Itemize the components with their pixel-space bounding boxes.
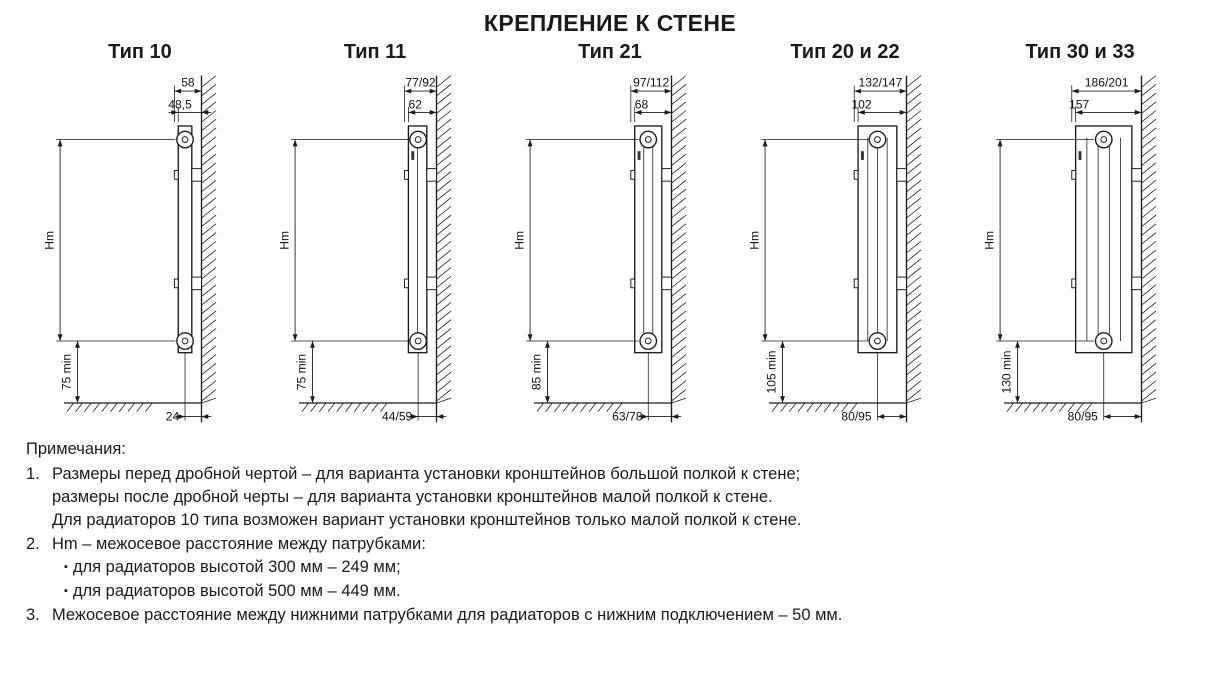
diagram-label: Тип 11	[343, 41, 407, 63]
radiator-mounting-drawing: 58 48,5Hm 75 min 24	[42, 75, 217, 423]
svg-text:85 min: 85 min	[530, 354, 544, 390]
notes-header: Примечания:	[26, 440, 126, 458]
svg-text:44/59: 44/59	[382, 409, 413, 423]
note-number: 1.	[26, 465, 40, 484]
note-line: Межосевое расстояние между нижними патру…	[52, 605, 843, 624]
svg-text:102: 102	[851, 98, 871, 112]
note-line: Для радиаторов 10 типа возможен вариант …	[52, 511, 802, 530]
svg-text:75 min: 75 min	[295, 354, 309, 390]
svg-text:186/201: 186/201	[1085, 75, 1129, 89]
svg-text:132/147: 132/147	[858, 75, 902, 89]
note-line: Hm – межосевое расстояние между патрубка…	[52, 535, 426, 554]
svg-text:62: 62	[409, 98, 423, 112]
svg-text:130 min: 130 min	[1000, 350, 1014, 393]
diagram-label: Тип 30 и 33	[1025, 41, 1135, 63]
svg-text:75 min: 75 min	[60, 354, 74, 390]
note-line: размеры после дробной черты – для вариан…	[52, 488, 773, 507]
svg-text:Hm: Hm	[277, 231, 291, 250]
svg-text:58: 58	[181, 75, 195, 89]
svg-text:105 min: 105 min	[765, 350, 779, 393]
note-item-3: 3. Межосевое расстояние между нижними пат…	[26, 604, 1194, 627]
notes: Примечания: 1. Размеры перед дробной черто…	[0, 434, 1220, 627]
page-title: КРЕПЛЕНИЕ К СТЕНЕ	[483, 10, 737, 36]
svg-text:68: 68	[635, 98, 649, 112]
diagram-label: Тип 20 и 22	[790, 41, 900, 63]
svg-text:80/95: 80/95	[1068, 409, 1099, 423]
diagram-label: Тип 10	[108, 41, 172, 63]
diagram-label: Тип 21	[578, 41, 642, 63]
svg-text:Hm: Hm	[747, 231, 761, 250]
note-bullet: ▪для радиаторов высотой 500 мм – 449 мм.	[64, 581, 401, 600]
svg-text:24: 24	[166, 409, 180, 423]
svg-text:Hm: Hm	[42, 231, 56, 250]
note-item-2: 2. Hm – межосевое расстояние между патруб…	[26, 533, 1194, 602]
bullet-square-icon: ▪	[64, 584, 68, 597]
svg-text:97/112: 97/112	[633, 75, 669, 89]
svg-text:80/95: 80/95	[841, 409, 872, 423]
svg-text:Hm: Hm	[512, 231, 526, 250]
note-number: 3.	[26, 605, 40, 624]
note-number: 2.	[26, 535, 40, 554]
svg-text:157: 157	[1069, 98, 1089, 112]
svg-text:77/92: 77/92	[405, 75, 436, 89]
note-item-1: 1. Размеры перед дробной чертой – для вар…	[26, 463, 1194, 532]
bullet-square-icon: ▪	[64, 561, 68, 574]
note-line: Размеры перед дробной чертой – для вариа…	[52, 465, 801, 484]
note-bullet: ▪для радиаторов высотой 300 мм – 249 мм;	[64, 558, 401, 577]
svg-text:Hm: Hm	[982, 231, 996, 250]
svg-text:48,5: 48,5	[168, 98, 192, 112]
svg-text:63/78: 63/78	[612, 409, 643, 423]
